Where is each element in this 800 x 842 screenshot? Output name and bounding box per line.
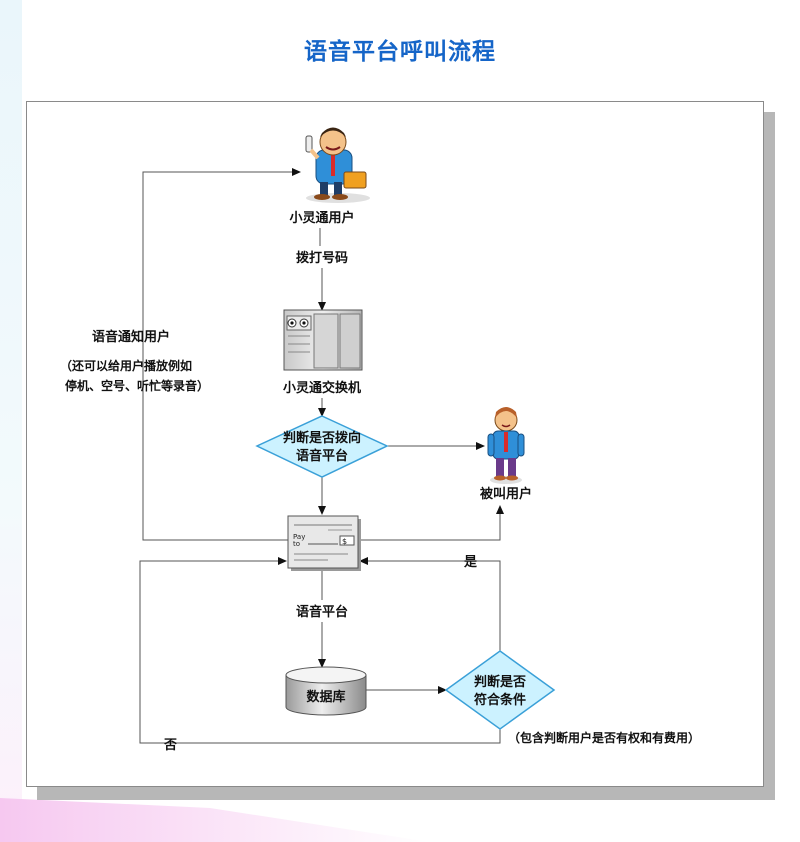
- notify-user-label: 语音通知用户: [92, 329, 170, 345]
- check-document-icon: Pay to $: [287, 515, 361, 571]
- arrow-yes-to-platform: [359, 557, 501, 651]
- phs-user-label: 小灵通用户: [289, 210, 354, 226]
- notify-note-line-2: 停机、空号、听忙等录音）: [65, 378, 209, 393]
- dial-number-label: 拨打号码: [296, 250, 348, 266]
- decision-route-diamond: [255, 415, 389, 478]
- condition-note-label: （包含判断用户是否有权和有费用）: [508, 730, 700, 745]
- decision-route-text-2: 语音平台: [296, 448, 348, 464]
- yes-label: 是: [463, 555, 478, 570]
- database-cylinder-icon: [285, 666, 367, 716]
- no-label: 否: [163, 738, 177, 753]
- phs-switch-label: 小灵通交换机: [283, 380, 361, 396]
- decision-condition-diamond: [444, 650, 556, 730]
- decision-condition-text-1: 判断是否: [474, 674, 526, 690]
- switchboard-icon: [283, 309, 363, 371]
- page-title: 语音平台呼叫流程: [304, 39, 496, 65]
- person-icon: [487, 407, 525, 484]
- decision-condition-text-2: 符合条件: [474, 692, 526, 708]
- arrow-platform-to-called: [357, 505, 504, 541]
- businessman-phone-icon: [305, 127, 370, 203]
- voice-platform-label: 语音平台: [296, 604, 348, 620]
- diagram-frame: [26, 101, 764, 787]
- decision-route-text-1: 判断是否拨向: [283, 430, 361, 446]
- notify-note-line-1: （还可以给用户播放例如: [60, 358, 192, 373]
- check-to-text: to: [293, 540, 300, 548]
- database-label: 数据库: [306, 689, 345, 705]
- arrow-platform-notify-user: [142, 168, 301, 541]
- connectors: [139, 168, 504, 744]
- check-pay-text: Pay: [293, 533, 305, 541]
- called-user-label: 被叫用户: [479, 486, 532, 502]
- arrow-no-to-platform: [139, 557, 501, 744]
- background-left-gradient: [0, 0, 22, 842]
- check-dollar-text: $: [342, 537, 347, 546]
